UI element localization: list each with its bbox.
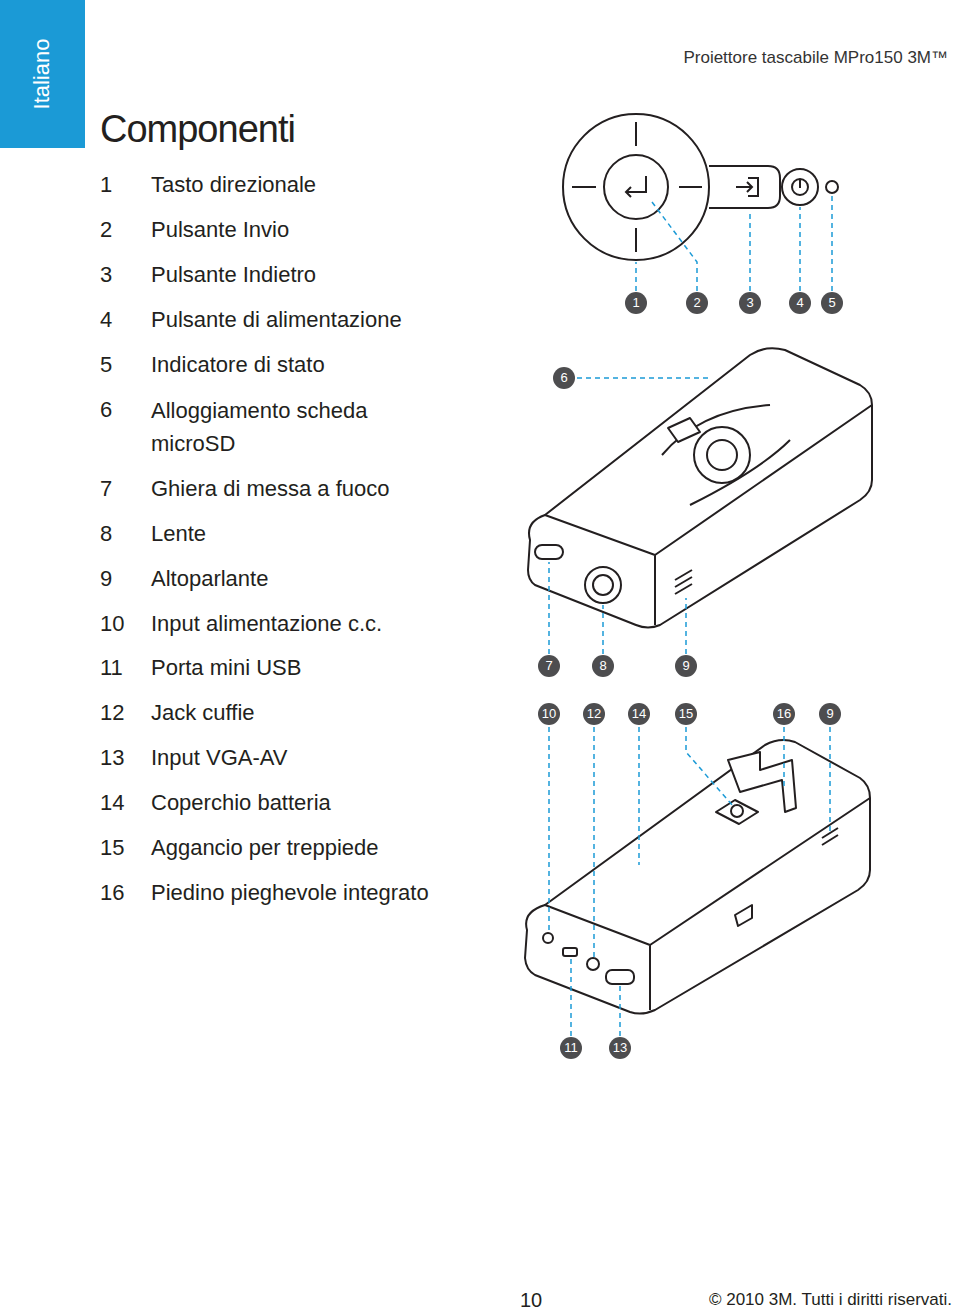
list-number: 2 <box>100 217 112 243</box>
list-number: 15 <box>100 835 124 861</box>
list-number: 7 <box>100 476 112 502</box>
callout-number: 11 <box>560 1037 582 1059</box>
component-name: Alloggiamento scheda microSD <box>151 394 401 460</box>
language-tab <box>0 0 85 148</box>
callout-number: 4 <box>789 292 811 314</box>
component-name: Input alimentazione c.c. <box>151 611 382 637</box>
component-name: Indicatore di stato <box>151 352 325 378</box>
component-name: Pulsante Invio <box>151 217 289 243</box>
list-number: 13 <box>100 745 124 771</box>
page-title: Componenti <box>100 108 295 151</box>
component-name: Input VGA-AV <box>151 745 288 771</box>
component-name: Pulsante Indietro <box>151 262 316 288</box>
list-number: 9 <box>100 566 112 592</box>
callout-number: 12 <box>583 703 605 725</box>
component-name: Ghiera di messa a fuoco <box>151 476 389 502</box>
list-number: 4 <box>100 307 112 333</box>
projector-back-view <box>525 740 870 1014</box>
callout-number: 13 <box>609 1037 631 1059</box>
leader-lines <box>549 196 832 1036</box>
callout-number: 14 <box>628 703 650 725</box>
component-name: Altoparlante <box>151 566 268 592</box>
callout-number: 6 <box>553 367 575 389</box>
running-header: Proiettore tascabile MPro150 3M™ <box>683 48 948 68</box>
callout-number: 10 <box>538 703 560 725</box>
callout-number: 7 <box>538 655 560 677</box>
callout-number: 15 <box>675 703 697 725</box>
callout-number: 9 <box>675 655 697 677</box>
list-number: 12 <box>100 700 124 726</box>
component-name: Piedino pieghevole integrato <box>151 880 429 906</box>
component-name: Pulsante di alimentazione <box>151 307 402 333</box>
list-number: 3 <box>100 262 112 288</box>
list-number: 1 <box>100 172 112 198</box>
list-number: 16 <box>100 880 124 906</box>
language-tab-label: Italiano <box>29 39 55 110</box>
component-name: Coperchio batteria <box>151 790 331 816</box>
callout-number: 2 <box>686 292 708 314</box>
projector-top-view <box>528 348 872 627</box>
list-number: 5 <box>100 352 112 378</box>
list-number: 10 <box>100 611 124 637</box>
component-name: Jack cuffie <box>151 700 255 726</box>
callout-number: 5 <box>821 292 843 314</box>
list-number: 8 <box>100 521 112 547</box>
component-name: Tasto direzionale <box>151 172 316 198</box>
callout-number: 16 <box>773 703 795 725</box>
component-name: Aggancio per treppiede <box>151 835 379 861</box>
page-number: 10 <box>520 1289 542 1311</box>
list-number: 11 <box>100 655 123 681</box>
copyright: © 2010 3M. Tutti i diritti riservati. <box>709 1290 952 1310</box>
component-name: Porta mini USB <box>151 655 301 681</box>
callout-number: 3 <box>739 292 761 314</box>
list-number: 6 <box>100 397 112 423</box>
callout-number: 1 <box>625 292 647 314</box>
callout-number: 9 <box>819 703 841 725</box>
list-number: 14 <box>100 790 124 816</box>
component-name: Lente <box>151 521 206 547</box>
control-pad <box>563 114 838 260</box>
callout-number: 8 <box>592 655 614 677</box>
